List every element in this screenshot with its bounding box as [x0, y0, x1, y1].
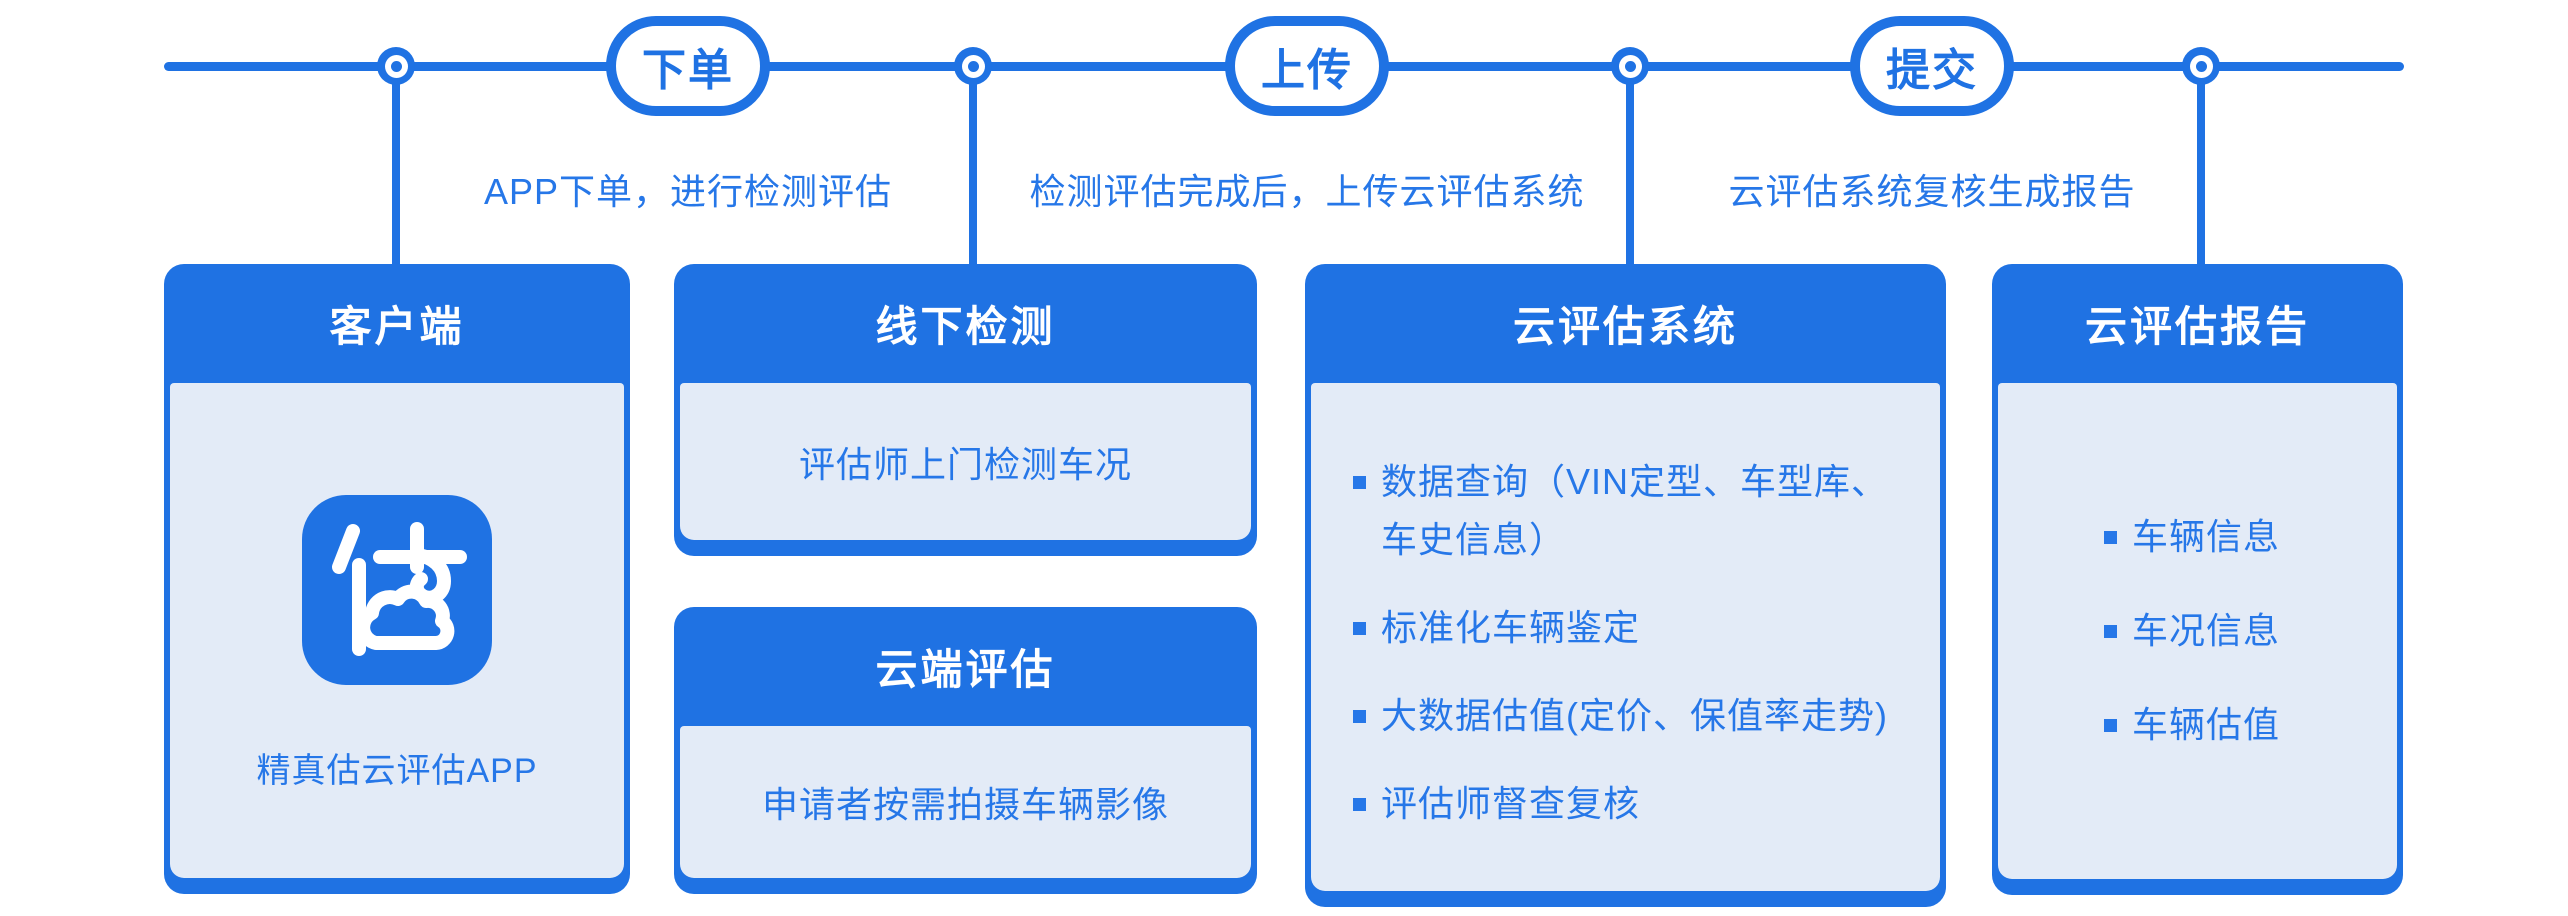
list-item: 车辆估值: [2104, 696, 2397, 754]
gu-app-icon: [302, 495, 492, 685]
list-item: 车况信息: [2104, 602, 2397, 660]
list-item: 评估师督查复核: [1353, 775, 1904, 833]
timeline-node-2-core: [961, 54, 985, 78]
stage-pill-submit: 提交: [1850, 16, 2014, 116]
bullet-text: 大数据估值(定价、保值率走势): [1381, 695, 1888, 736]
bullet-text: 数据查询（VIN定型、车型库、车史信息）: [1381, 461, 1889, 560]
timeline-node-4: [2182, 47, 2220, 85]
timeline-node-3-dot: [1624, 60, 1636, 72]
timeline-node-4-dot: [2195, 60, 2207, 72]
timeline-node-4-core: [2189, 54, 2213, 78]
card-cloud-report-title: 云评估报告: [2084, 303, 2310, 350]
connector-client: [392, 66, 400, 266]
card-cloud-report: 云评估报告 车辆信息 车况信息 车辆估值: [1992, 264, 2403, 895]
timeline-node-1-dot: [390, 60, 402, 72]
connector-offline-inspection: [969, 66, 977, 266]
bullet-text: 车辆估值: [2132, 704, 2281, 745]
list-item: 标准化车辆鉴定: [1353, 599, 1904, 657]
stage-description-submit: 云评估系统复核生成报告: [1728, 171, 2136, 212]
app-label: 精真估云评估APP: [256, 752, 538, 790]
cloud-evaluation-text: 申请者按需拍摄车辆影像: [761, 784, 1169, 825]
card-cloud-evaluation-title: 云端评估: [875, 646, 1056, 693]
connector-cloud-report: [2197, 66, 2205, 266]
bullet-square-icon: [1353, 798, 1366, 811]
timeline-node-2: [954, 47, 992, 85]
card-offline-inspection-title: 线下检测: [875, 303, 1056, 350]
list-item: 数据查询（VIN定型、车型库、车史信息）: [1353, 453, 1904, 569]
card-client-body: 精真估云评估APP: [170, 383, 624, 878]
card-client: 客户端 精真估云评估APP: [164, 264, 630, 894]
card-cloud-report-body: 车辆信息 车况信息 车辆估值: [1998, 383, 2397, 879]
list-item: 车辆信息: [2104, 508, 2397, 566]
timeline-node-2-dot: [967, 60, 979, 72]
bullet-text: 车况信息: [2132, 610, 2281, 651]
stage-pill-order: 下单: [606, 16, 770, 116]
card-offline-inspection-body: 评估师上门检测车况: [680, 383, 1251, 540]
connector-cloud-system: [1626, 66, 1634, 266]
stage-pill-upload: 上传: [1225, 16, 1389, 116]
bullet-text: 车辆信息: [2132, 516, 2281, 557]
bullet-square-icon: [2104, 625, 2117, 638]
list-item: 大数据估值(定价、保值率走势): [1353, 687, 1904, 745]
timeline-node-3: [1611, 47, 1649, 85]
card-cloud-evaluation: 云端评估 申请者按需拍摄车辆影像: [674, 607, 1257, 894]
card-offline-inspection: 线下检测 评估师上门检测车况: [674, 264, 1257, 556]
bullet-square-icon: [1353, 622, 1366, 635]
timeline-node-3-core: [1618, 54, 1642, 78]
bullet-square-icon: [2104, 531, 2117, 544]
bullet-square-icon: [1353, 476, 1366, 489]
bullet-square-icon: [2104, 719, 2117, 732]
stage-description-upload: 检测评估完成后，上传云评估系统: [1029, 171, 1585, 212]
stage-description-order: APP下单，进行检测评估: [483, 171, 893, 212]
card-cloud-system: 云评估系统 数据查询（VIN定型、车型库、车史信息） 标准化车辆鉴定 大数据估值…: [1305, 264, 1946, 907]
bullet-text: 标准化车辆鉴定: [1381, 607, 1641, 648]
bullet-square-icon: [1353, 710, 1366, 723]
offline-inspection-text: 评估师上门检测车况: [798, 443, 1132, 485]
card-cloud-evaluation-body: 申请者按需拍摄车辆影像: [680, 726, 1251, 878]
timeline-node-1: [377, 47, 415, 85]
timeline-node-1-core: [384, 54, 408, 78]
bullet-text: 评估师督查复核: [1381, 783, 1641, 824]
card-cloud-system-body: 数据查询（VIN定型、车型库、车史信息） 标准化车辆鉴定 大数据估值(定价、保值…: [1311, 383, 1940, 891]
card-cloud-system-title: 云评估系统: [1512, 303, 1738, 350]
card-client-title: 客户端: [329, 303, 465, 350]
